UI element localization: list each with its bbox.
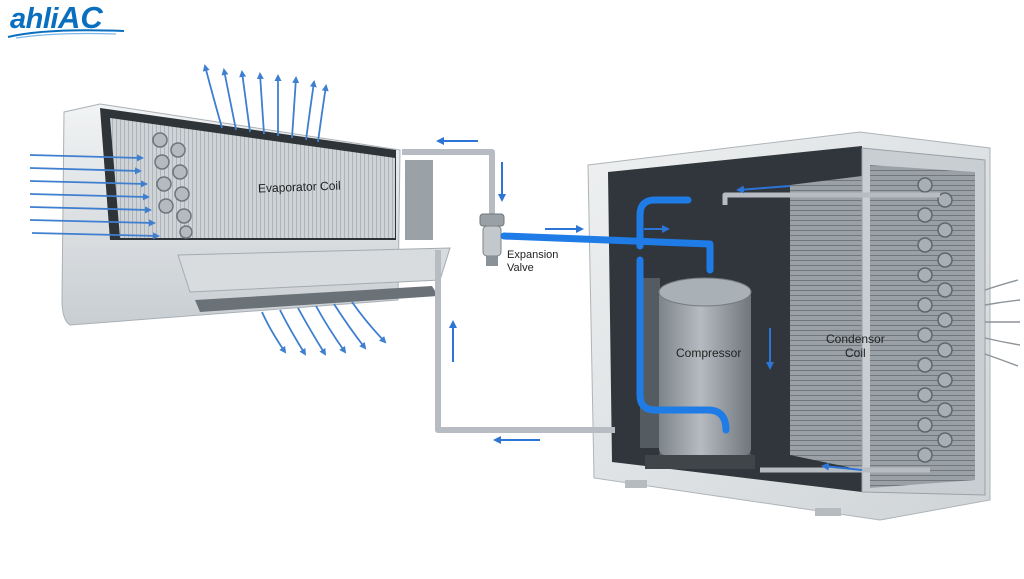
expansion-valve-label-line1: Expansion: [507, 249, 559, 261]
expansion-valve-label: Expansion Valve: [507, 249, 558, 275]
evaporator-tube-ends: [152, 132, 193, 239]
outdoor-unit: [587, 131, 991, 521]
refrigerant-flow: [500, 196, 730, 434]
logo-text-ahli: ahli: [10, 3, 58, 35]
expansion-valve: [479, 213, 505, 266]
condensor-coil-label-line2: Coil: [845, 346, 866, 360]
logo-text-ac: AC: [57, 0, 103, 35]
compressor: [645, 277, 755, 469]
flow-arrow-icon: [436, 137, 863, 471]
logo-swoosh: [7, 29, 125, 39]
condensor-coil-label-line1: Condensor: [826, 332, 885, 346]
condensor-tube-ends: [917, 177, 953, 463]
airflow-arrow-icon: [29, 64, 387, 356]
heat-exhaust-lines: [984, 279, 1021, 367]
brand-logo: ahliAC: [10, 2, 103, 34]
condensor-coil-label: Condensor Coil: [826, 332, 885, 360]
refrigerant-pipes: [402, 149, 940, 473]
compressor-label: Compressor: [676, 346, 742, 360]
evaporator-coil-label: Evaporator Coil: [257, 178, 341, 196]
expansion-valve-label-line2: Valve: [507, 262, 534, 274]
indoor-unit: [61, 103, 451, 326]
